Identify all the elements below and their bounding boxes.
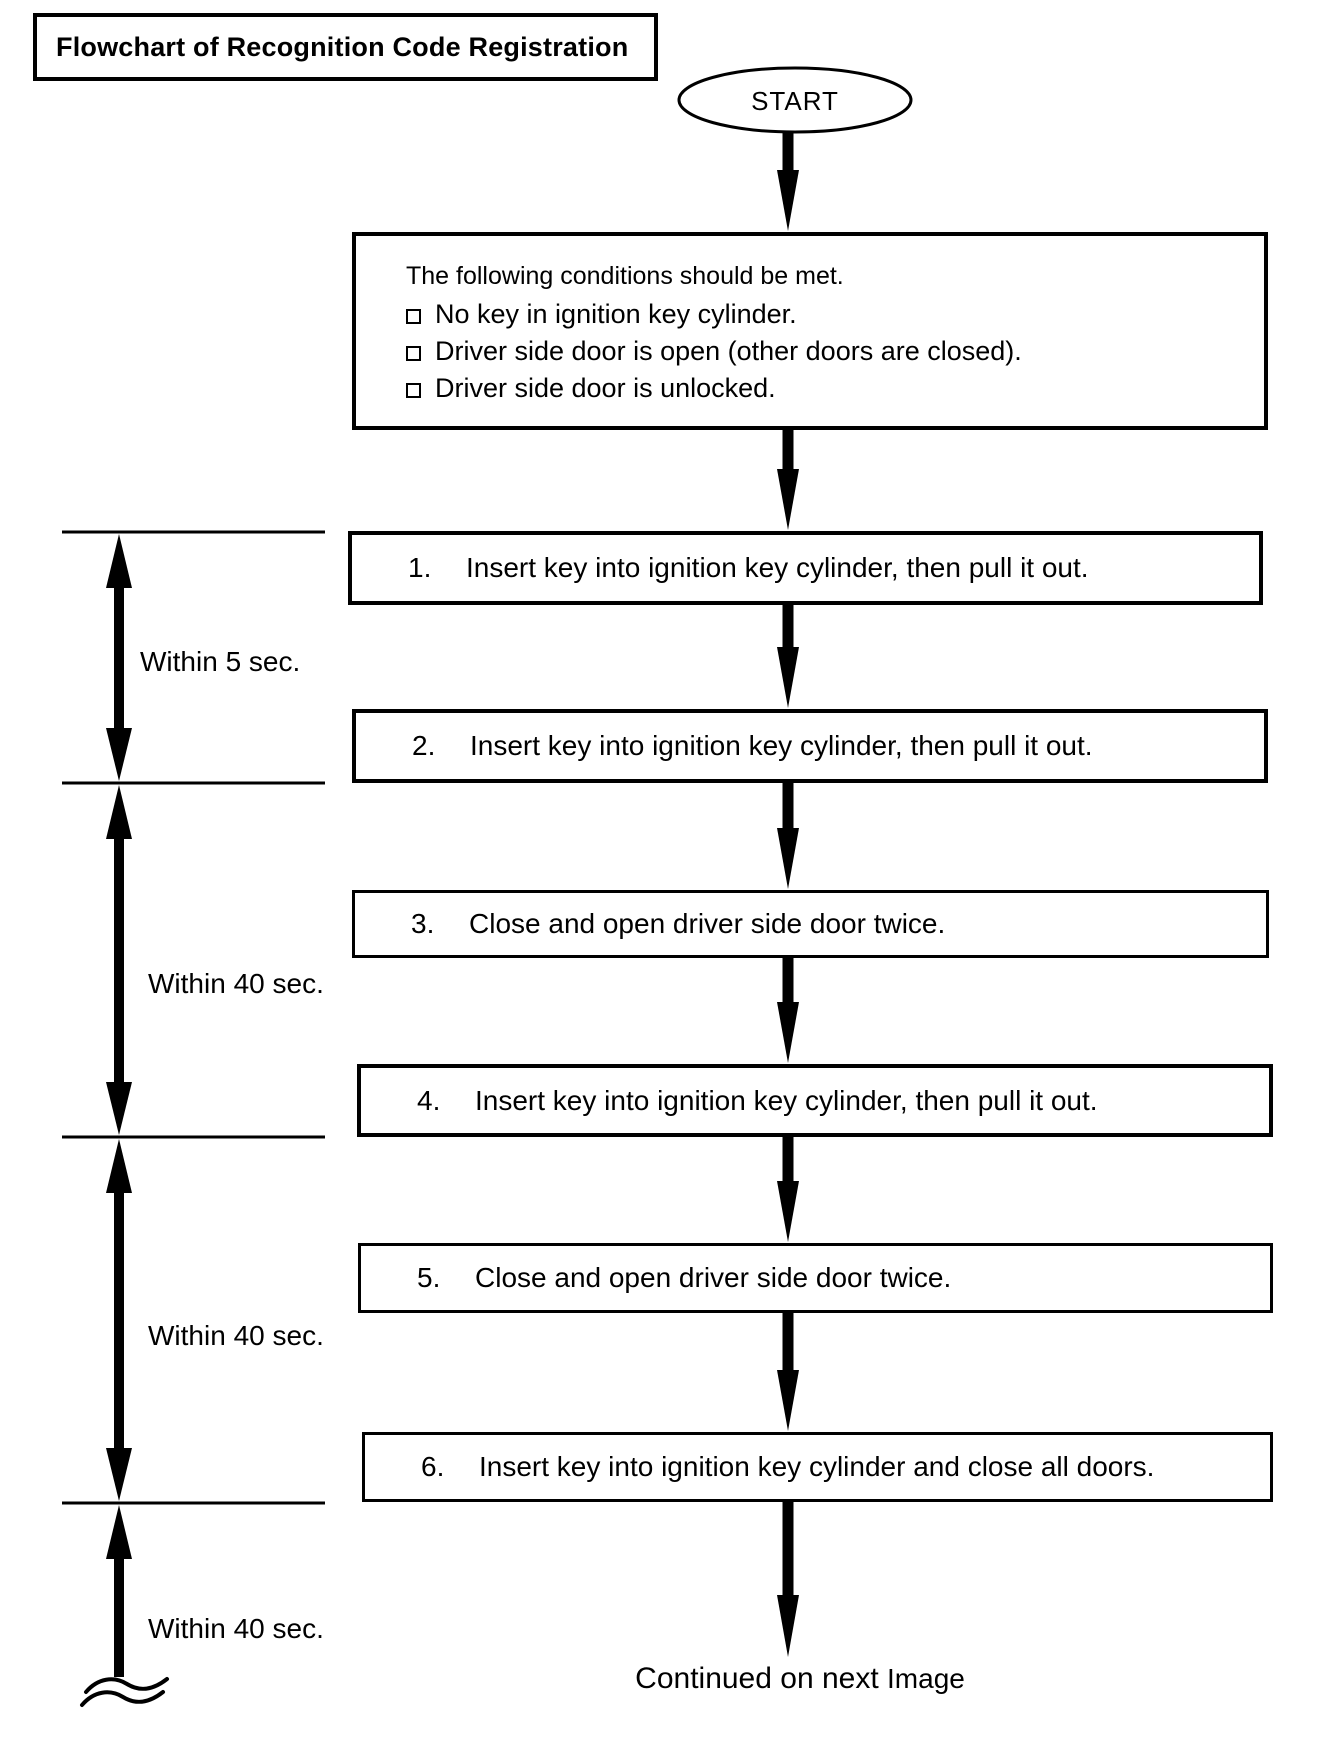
condition-item: No key in ignition key cylinder. — [406, 299, 797, 330]
timing-label-40sec-1: Within 40 sec. — [148, 968, 324, 999]
step-number: 6. — [421, 1451, 445, 1482]
step-box-2: 2. Insert key into ignition key cylinder… — [352, 709, 1268, 783]
flow-arrows — [777, 133, 799, 1657]
diagram-title: Flowchart of Recognition Code Registrati… — [56, 31, 629, 62]
timing-span-arrows — [106, 534, 132, 1677]
continued-note: Continued on next Image — [520, 1662, 1080, 1696]
timing-arrow-40sec-1 — [106, 785, 132, 1135]
checkbox-icon — [406, 309, 421, 324]
arrow-step1-to-step2 — [777, 605, 799, 708]
conditions-intro: The following conditions should be met. — [406, 262, 844, 290]
arrow-start-to-conditions — [777, 133, 799, 231]
start-label: START — [751, 85, 839, 116]
step-text: Insert key into ignition key cylinder, t… — [466, 552, 1089, 583]
condition-item: Driver side door is open (other doors ar… — [406, 336, 1022, 367]
step-number: 2. — [412, 730, 436, 761]
step-text: Close and open driver side door twice. — [469, 908, 946, 939]
step-box-1: 1. Insert key into ignition key cylinder… — [348, 531, 1263, 605]
arrow-step6-to-continued — [777, 1502, 799, 1657]
timing-label-40sec-2: Within 40 sec. — [148, 1320, 324, 1351]
conditions-box: The following conditions should be met. … — [352, 232, 1268, 430]
continued-page-ref: Image — [887, 1663, 965, 1694]
timing-tick-lines — [62, 530, 325, 1505]
step-number: 5. — [417, 1262, 441, 1293]
step-text: Insert key into ignition key cylinder, t… — [470, 730, 1093, 761]
timing-arrow-40sec-3 — [106, 1505, 132, 1677]
arrow-step5-to-step6 — [777, 1313, 799, 1431]
condition-text: Driver side door is unlocked. — [435, 373, 776, 403]
condition-text: Driver side door is open (other doors ar… — [435, 336, 1022, 366]
arrow-step2-to-step3 — [777, 783, 799, 889]
step-number: 1. — [408, 552, 432, 583]
condition-item: Driver side door is unlocked. — [406, 373, 776, 404]
step-number: 3. — [411, 908, 435, 939]
checkbox-icon — [406, 383, 421, 398]
step-number: 4. — [417, 1084, 441, 1116]
step-box-4: 4. Insert key into ignition key cylinder… — [357, 1064, 1273, 1137]
step-box-5: 5. Close and open driver side door twice… — [358, 1243, 1273, 1313]
start-terminator-oval — [677, 66, 913, 134]
arrow-conditions-to-step1 — [777, 430, 799, 530]
continued-text: Continued on next — [635, 1662, 879, 1695]
step-box-3: 3. Close and open driver side door twice… — [352, 890, 1269, 958]
arrow-step4-to-step5 — [777, 1137, 799, 1242]
condition-text: No key in ignition key cylinder. — [435, 299, 797, 329]
timing-label-40sec-3: Within 40 sec. — [148, 1613, 324, 1644]
timing-label-5sec: Within 5 sec. — [140, 646, 301, 677]
checkbox-icon — [406, 346, 421, 361]
step-text: Insert key into ignition key cylinder, t… — [475, 1084, 1098, 1116]
diagram-title-box: Flowchart of Recognition Code Registrati… — [33, 13, 658, 81]
step-box-6: 6. Insert key into ignition key cylinder… — [362, 1432, 1273, 1502]
arrow-step3-to-step4 — [777, 958, 799, 1063]
step-text: Insert key into ignition key cylinder an… — [479, 1451, 1155, 1482]
step-text: Close and open driver side door twice. — [475, 1262, 952, 1293]
timing-arrow-5sec — [106, 534, 132, 781]
timing-arrow-40sec-2 — [106, 1139, 132, 1501]
break-squiggle-icon — [80, 1677, 169, 1707]
